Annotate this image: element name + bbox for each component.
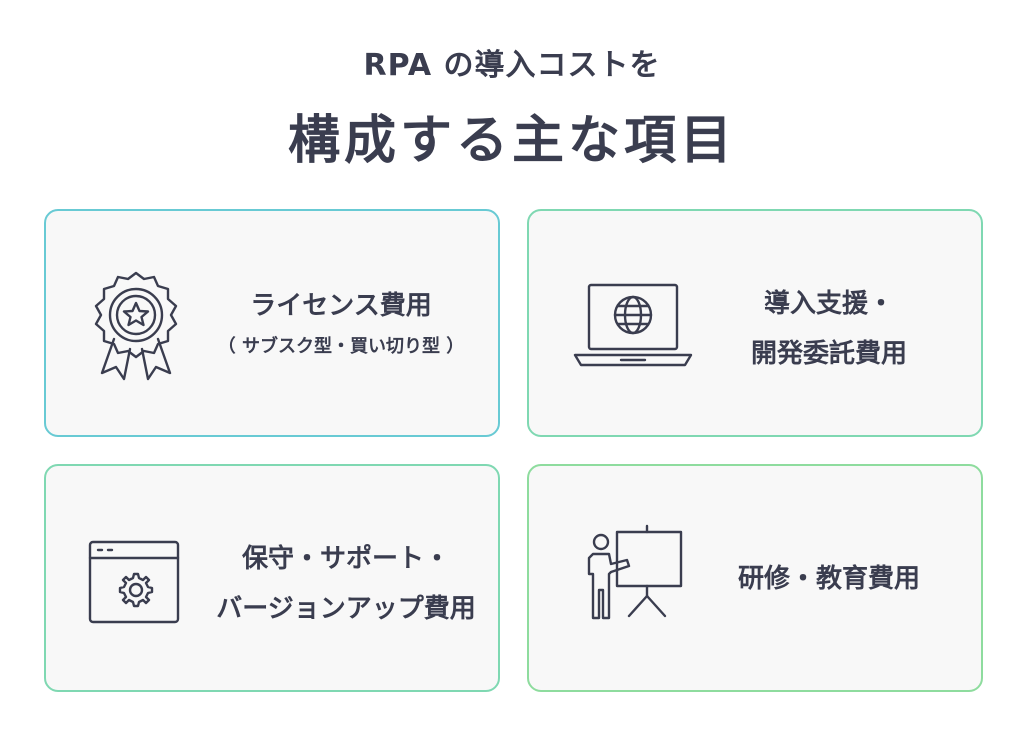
card-license-cost: ライセンス費用 （ サブスク型・買い切り型 ） — [44, 209, 500, 437]
maintenance-label-line2: バージョンアップ費用 — [216, 594, 476, 624]
license-label-main: ライセンス費用 — [250, 291, 432, 321]
training-label: 研修・教育費用 — [704, 554, 954, 604]
maintenance-label-line1: 保守・サポート・ — [241, 544, 450, 574]
license-label-sub: （ サブスク型・買い切り型 ） — [217, 336, 465, 357]
card-maintenance-support: 保守・サポート・ バージョンアップ費用 — [44, 464, 500, 692]
maintenance-label: 保守・サポート・ バージョンアップ費用 — [201, 534, 491, 634]
browser-gear-icon — [88, 540, 180, 624]
laptop-globe-icon — [571, 281, 695, 371]
support-label-line2: 開発委託費用 — [750, 339, 907, 369]
card-implementation-support: 導入支援・ 開発委託費用 — [527, 209, 983, 437]
training-label-line1: 研修・教育費用 — [737, 564, 920, 594]
title-line-2: 構成する主な項目 — [287, 111, 736, 171]
presenter-board-icon — [581, 524, 685, 624]
support-label-line1: 導入支援・ — [763, 289, 894, 319]
license-label: ライセンス費用 （ サブスク型・買い切り型 ） — [206, 281, 476, 361]
card-training-education: 研修・教育費用 — [527, 464, 983, 692]
support-label: 導入支援・ 開発委託費用 — [704, 279, 954, 379]
award-badge-icon — [88, 269, 184, 381]
title-line-1: RPA の導入コストを — [363, 48, 661, 83]
